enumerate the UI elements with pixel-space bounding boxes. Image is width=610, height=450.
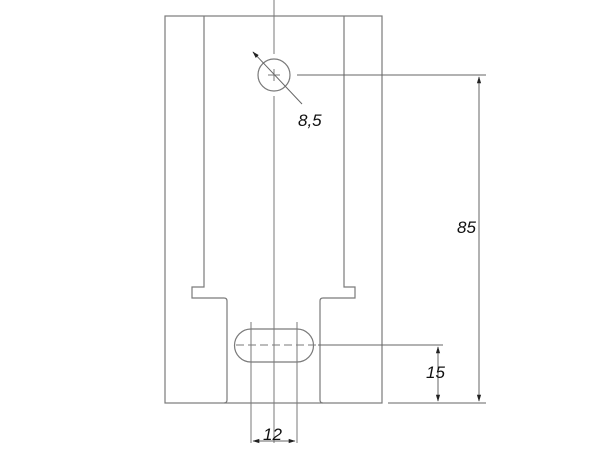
slot-width-label: 12 — [263, 425, 282, 444]
hole-diameter-label: 8,5 — [298, 111, 322, 130]
right-inner-profile — [319, 16, 356, 404]
left-inner-profile — [191, 16, 228, 404]
height-to-slot-label: 15 — [426, 363, 445, 382]
height-to-hole-label: 85 — [457, 218, 476, 237]
center-lines — [236, 0, 316, 443]
mounting-hole — [257, 58, 291, 92]
dimension-lines — [252, 51, 486, 444]
